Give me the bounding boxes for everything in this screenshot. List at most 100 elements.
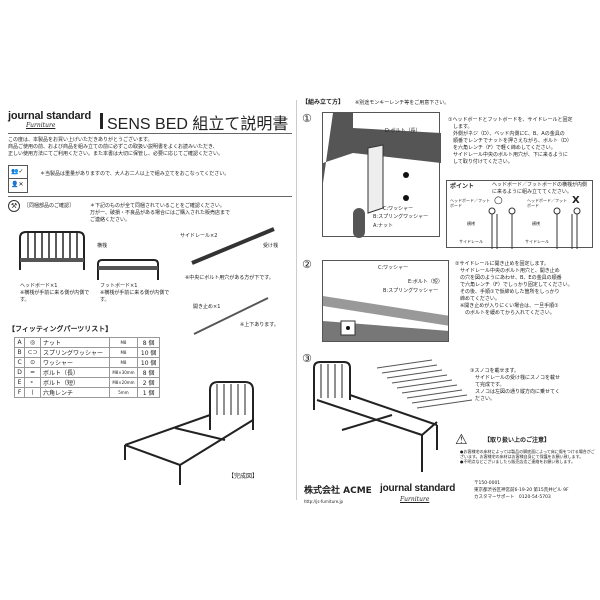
headboard-count: ヘッドボード×1	[20, 283, 58, 289]
step-line: ①ヘッドボードとフットボードを、サイドレールと固定	[448, 117, 573, 123]
step-line: ③スノコを載せます。	[470, 368, 519, 374]
step2-text: ②サイドレールに開き止めを固定します。 サイドレール中央のボルト用穴と、開き止め…	[455, 261, 595, 317]
footboard-label: フットボード×1 ※横桟が手前に来る側が内側です。	[100, 283, 170, 304]
step-line: スノコは左図の通り縦方向に乗せてく	[470, 389, 560, 395]
part-size: M8×30mm	[108, 367, 139, 378]
divider	[8, 196, 292, 197]
step3-bed-drawing	[313, 359, 473, 472]
step-line: して取り付けてください。	[448, 159, 513, 165]
caution-item: ●お客様宅の床材によっては製品の脚底面によって床に傷をつける場合がございます。お…	[460, 449, 595, 459]
step-line: その後、手順①で仮締めした箇所をしっかり	[455, 289, 560, 295]
headboard-drawing	[19, 231, 85, 270]
completed-label: 【完成図】	[228, 473, 259, 480]
nut-label: A:ナット	[373, 223, 394, 229]
spreader-drawing	[193, 297, 269, 335]
point-rail-label: サイドレール	[459, 239, 483, 244]
intro-text: この度は、本製品をお買い上げいただきありがとうございます。 商品ご使用の前、およ…	[8, 137, 293, 158]
step-line: ※開き止めが入りにくい場合は、一旦手順①	[455, 303, 559, 309]
step1-figure: D:ボルト（長） C:ワッシャー B:スプリングワッシャー A:ナット	[322, 112, 441, 238]
part-id: C	[13, 357, 26, 368]
spring-washer-label: B:スプリングワッシャー	[383, 288, 439, 294]
part-name: ナット	[40, 337, 110, 348]
side-rail-drawing	[191, 227, 275, 265]
intro-line: この度は、本製品をお買い上げいただきありがとうございます。	[8, 137, 153, 143]
step1-number: ①	[302, 112, 312, 125]
company-name: 株式会社 ACME	[304, 486, 372, 496]
step-line: のボルトを緩めてから入れてください。	[455, 310, 555, 316]
part-icon: ◎	[24, 337, 42, 348]
headboard-note: ※横桟が手前に来る側が内側です。	[20, 290, 90, 303]
brand-logo: journal standard	[8, 110, 91, 122]
completed-bed-drawing	[124, 381, 254, 485]
people-icon-box: 👥✓ 👤✕	[8, 165, 28, 193]
footer-brand-sub: Furniture	[400, 496, 430, 503]
bolt-long-label: D:ボルト（長）	[385, 128, 421, 134]
point-board-label: ヘッドボード／フットボード	[450, 198, 490, 208]
two-people-warning: ＊当製品は重量がありますので、大人お二人以上で組み立てをおこなってください。	[40, 171, 230, 177]
part-qty: 10 個	[137, 357, 160, 368]
divider	[8, 133, 292, 134]
company-url[interactable]: http://js-furniture.jp	[304, 499, 344, 504]
bolt-short-label: E:ボルト（短）	[408, 279, 443, 285]
washer-label: C:ワッシャー	[378, 265, 409, 271]
step3-number: ③	[302, 352, 312, 365]
address: 東京都渋谷区神宮前6-19-20 第15荒井ビル 9F	[474, 488, 569, 493]
part-qty: 1 個	[137, 387, 160, 398]
step-line: します。	[448, 124, 473, 130]
step-line: ださい。	[470, 396, 496, 402]
part-id: D	[13, 367, 26, 378]
part-icon: ━	[24, 367, 42, 378]
part-icon: ⟨	[24, 387, 42, 398]
intro-line: 商品ご使用の前、および商品を組み立ての前に必ずこの取扱い説明書をよくお読みいただ…	[8, 144, 218, 150]
assembly-note: ※別途モンキーレンチ等をご用意下さい。	[355, 100, 450, 106]
fitting-title: 【フィッティングパーツリスト】	[8, 325, 113, 333]
step-line: の穴を図のようにあわせ、B、Eの金具の順番	[455, 275, 562, 281]
step-line: サイドレール中央のボルト用穴が、下に来るように	[448, 152, 568, 158]
part-size: 5mm	[108, 387, 139, 398]
point-text: ヘッドボード／フットボードの横桟が内側に来るように組み立ててください。	[492, 182, 588, 195]
point-crossbar-label: 横桟	[532, 221, 540, 226]
step2-figure: C:ワッシャー E:ボルト（短） B:スプリングワッシャー	[322, 260, 449, 342]
warning-triangle-icon: ⚠	[455, 432, 468, 448]
two-people-ok-icon: 👥✓	[11, 168, 24, 175]
part-size: M8	[108, 357, 139, 368]
check-text: ＊下記のものが全て同梱されていることをご確認ください。 万が一、破損・不良品があ…	[90, 203, 230, 224]
caution-title: 【取り扱い上のご注意】	[484, 437, 551, 444]
step-line: で六角レンチ（F）でしっかり固定してください。	[455, 282, 573, 288]
side-rail-label: サイドレール×2	[180, 233, 218, 239]
part-qty: 10 個	[137, 347, 160, 358]
point-box: ポイント ヘッドボード／フットボードの横桟が内側に来るように組み立ててください。…	[446, 180, 593, 249]
check-line: ご連絡ください。	[90, 217, 131, 223]
part-size: M8	[108, 337, 139, 348]
point-board-label: ヘッドボード／フットボード	[527, 198, 567, 208]
check-line: ＊下記のものが全て同梱されていることをご確認ください。	[90, 203, 225, 209]
part-size: M8	[108, 347, 139, 358]
step-line: を六角レンチ（F）で軽く締めしてください。	[448, 145, 556, 151]
part-name: ボルト（短）	[40, 377, 110, 388]
part-icon: ╸	[24, 377, 42, 388]
step-line: ②サイドレールに開き止めを固定します。	[455, 261, 549, 267]
contact-info: 〒150-0001 東京都渋谷区神宮前6-19-20 第15荒井ビル 9F カス…	[474, 480, 596, 501]
check-line: 万が一、破損・不良品がある場合にはご購入された販売店まで	[90, 210, 231, 216]
step-line: て完成です。	[470, 382, 505, 388]
footer-brand-logo: journal standard	[380, 483, 456, 494]
step-line: 順番でレンチでナットを押さえながら、ボルト（D）	[448, 138, 572, 144]
footboard-drawing	[97, 259, 159, 280]
part-name: ボルト（長）	[40, 367, 110, 378]
part-name: ワッシャー	[40, 357, 110, 368]
spreader-label: 開き止め×1	[193, 304, 221, 310]
headboard-label: ヘッドボード×1 ※横桟が手前に来る側が内側です。	[20, 283, 90, 304]
part-name: 六角レンチ	[40, 387, 110, 398]
title-bar	[100, 113, 103, 129]
step2-number: ②	[302, 258, 312, 271]
caution-list: ●お客様宅の床材によっては製品の脚底面によって床に傷をつける場合がございます。お…	[460, 449, 595, 464]
page-title: SENS BED 組立て説明書	[107, 116, 289, 133]
hammer-icon: ⚒	[8, 200, 20, 212]
part-id: B	[13, 347, 26, 358]
part-icon: ⊙	[24, 357, 42, 368]
part-id: F	[13, 387, 26, 398]
